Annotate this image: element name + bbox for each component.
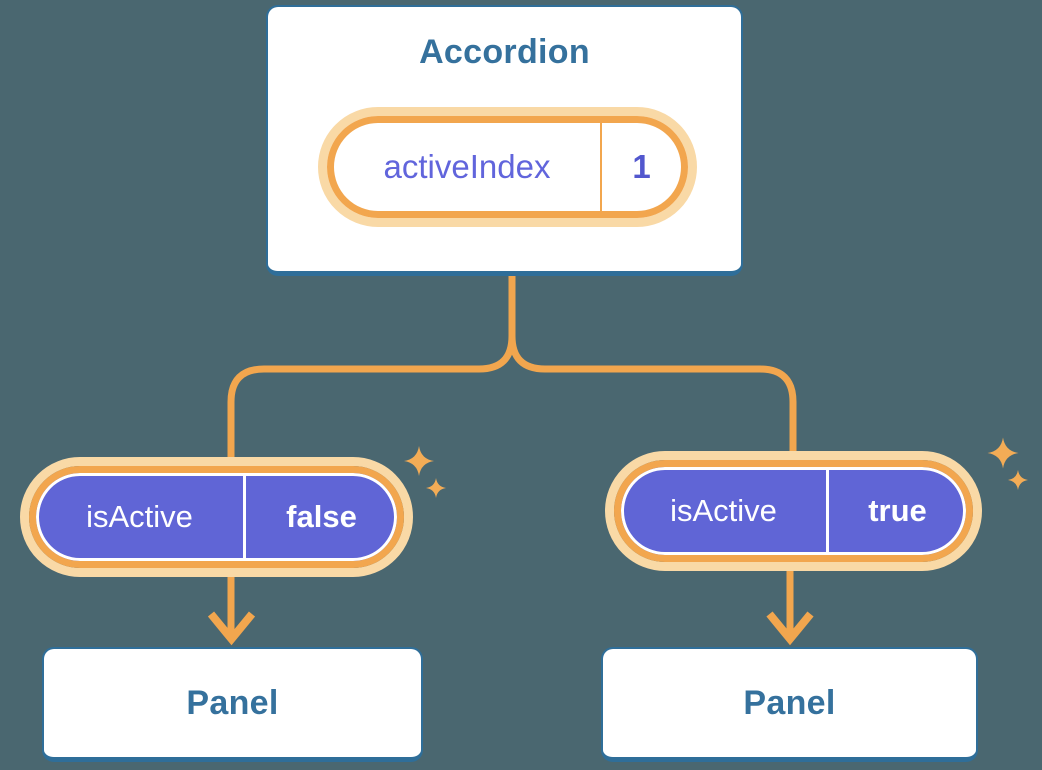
accordion-title: Accordion bbox=[419, 33, 590, 71]
arrow-down-icon-right bbox=[766, 611, 814, 646]
state-pill-body: activeIndex 1 bbox=[327, 116, 688, 218]
prop-name: isActive bbox=[670, 493, 777, 528]
prop-value: true bbox=[868, 493, 927, 528]
prop-pill-left: isActive false bbox=[20, 457, 413, 577]
prop-pill-right-body: isActive true bbox=[614, 460, 973, 562]
state-value: 1 bbox=[632, 148, 651, 185]
prop-pill-left-body: isActive false bbox=[29, 466, 404, 568]
prop-value: false bbox=[286, 499, 357, 534]
state-name: activeIndex bbox=[383, 148, 551, 185]
arrow-down-icon-left bbox=[207, 611, 256, 646]
pill-divider bbox=[600, 123, 602, 211]
sparkle-icon bbox=[404, 446, 434, 476]
sparkle-icon bbox=[987, 437, 1019, 469]
prop-name: isActive bbox=[86, 499, 193, 534]
panel-title: Panel bbox=[186, 683, 279, 722]
pill-divider bbox=[826, 470, 829, 552]
tree-connector-right bbox=[508, 270, 797, 453]
pill-divider bbox=[243, 476, 246, 558]
sparkle-icon bbox=[426, 478, 446, 498]
tree-connector-left bbox=[227, 270, 516, 459]
prop-pill-right: isActive true bbox=[605, 451, 982, 571]
panel-card-right: Panel bbox=[601, 647, 978, 762]
state-pill: activeIndex 1 bbox=[318, 107, 697, 227]
sparkle-icon bbox=[1008, 470, 1028, 490]
panel-card-left: Panel bbox=[42, 647, 423, 762]
panel-title: Panel bbox=[743, 683, 836, 722]
